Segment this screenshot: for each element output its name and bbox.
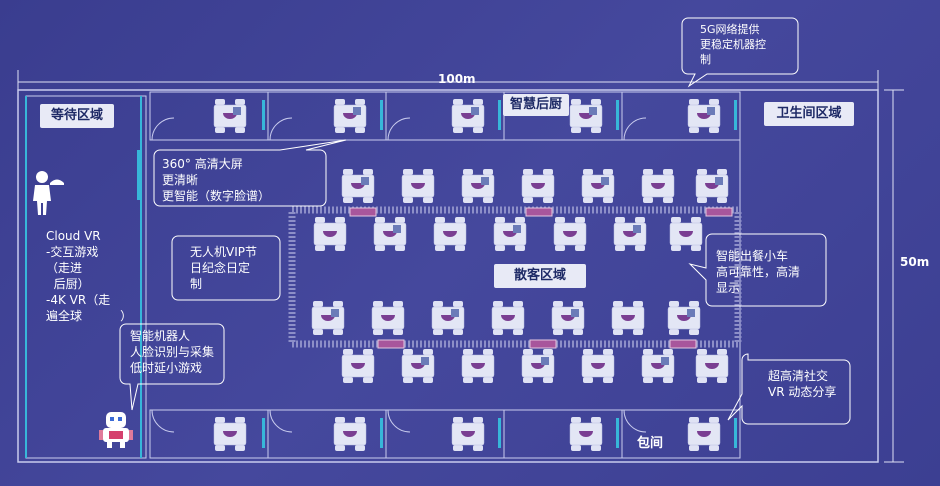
screen-bar [262, 418, 265, 448]
restroom-label: 卫生间区域 [764, 102, 854, 126]
network-callout-text: 5G网络提供 更稳定机器控 制 [700, 23, 766, 66]
robot-callout-text: 智能机器人 人脸识别与采集 低时延小游戏 [130, 329, 215, 375]
social-vr-callout-text: 超高清社交 VR 动态分享 [768, 369, 837, 399]
delivery-cart [669, 339, 697, 349]
tables-layer [213, 99, 729, 451]
delivery-cart [705, 207, 733, 217]
table-icon [669, 217, 703, 251]
table-icon [581, 349, 615, 383]
table-icon [333, 99, 367, 133]
screen-bar [137, 150, 140, 200]
table-icon [521, 169, 555, 203]
delivery-cart [529, 339, 557, 349]
screen-bar [498, 418, 501, 448]
table-icon [521, 349, 555, 383]
screen-bar [380, 418, 383, 448]
screen-bars-layer [137, 100, 737, 448]
screen-bar [262, 100, 265, 130]
table-icon [551, 301, 585, 335]
screen-callout-text: 360° 高清大屏 更清晰 更智能（数字脸谱） [162, 157, 271, 203]
casual-area-label: 散客区域 [494, 264, 586, 288]
screen-bar [616, 100, 619, 130]
private-room-label: 包间 [636, 436, 663, 451]
table-icon [491, 301, 525, 335]
screen-callout-shape [153, 139, 347, 207]
table-icon [333, 417, 367, 451]
robot-figure [99, 412, 133, 448]
carts-layer [349, 207, 733, 349]
width-dimension [17, 70, 879, 92]
table-icon [433, 217, 467, 251]
table-icon [311, 301, 345, 335]
table-icon [553, 217, 587, 251]
callout-bubbles [119, 17, 851, 425]
table-icon [461, 349, 495, 383]
robot-callout-shape [119, 323, 225, 411]
table-icon [461, 169, 495, 203]
table-icon [569, 99, 603, 133]
drone-callout-text: 无人机VIP节 日纪念日定 制 [190, 245, 257, 291]
screen-bar [734, 418, 737, 448]
table-icon [451, 417, 485, 451]
height-dimension [884, 89, 904, 463]
table-icon [569, 417, 603, 451]
table-icon [687, 99, 721, 133]
drone-callout-shape [171, 235, 281, 301]
table-icon [611, 301, 645, 335]
network-callout-shape [681, 17, 799, 88]
table-icon [667, 301, 701, 335]
delivery-cart [349, 207, 377, 217]
screen-bar [616, 418, 619, 448]
table-icon [581, 169, 615, 203]
cart-callout-text: 智能出餐小车 高可靠性，高清 显示 [716, 249, 801, 295]
table-icon [613, 217, 647, 251]
social-vr-callout-shape [727, 353, 851, 425]
conveyor-track [288, 206, 742, 348]
table-icon [401, 349, 435, 383]
table-icon [213, 417, 247, 451]
table-icon [451, 99, 485, 133]
table-icon [401, 169, 435, 203]
table-icon [641, 169, 675, 203]
table-icon [695, 349, 729, 383]
table-icon [695, 169, 729, 203]
table-icon [371, 301, 405, 335]
table-icon [373, 217, 407, 251]
width-label: 100m [438, 72, 476, 86]
building-outline [17, 89, 879, 463]
cloud-vr-text: Cloud VR -交互游戏 （走进 后厨） -4K VR（走 遍全球 ） [46, 229, 133, 323]
screen-bar [498, 100, 501, 130]
table-icon [341, 169, 375, 203]
kitchen-label: 智慧后厨 [503, 94, 569, 116]
table-icon [431, 301, 465, 335]
table-icon [493, 217, 527, 251]
table-icon [641, 349, 675, 383]
table-icon [341, 349, 375, 383]
delivery-cart [377, 339, 405, 349]
screen-bar [380, 100, 383, 130]
cart-callout-shape [688, 233, 827, 307]
waiter-figure [33, 171, 64, 215]
screen-bar [734, 100, 737, 130]
table-icon [313, 217, 347, 251]
table-icon [213, 99, 247, 133]
table-icon [687, 417, 721, 451]
delivery-cart [525, 207, 553, 217]
height-label: 50m [900, 255, 930, 269]
waiting-area-label: 等待区域 [40, 104, 114, 128]
